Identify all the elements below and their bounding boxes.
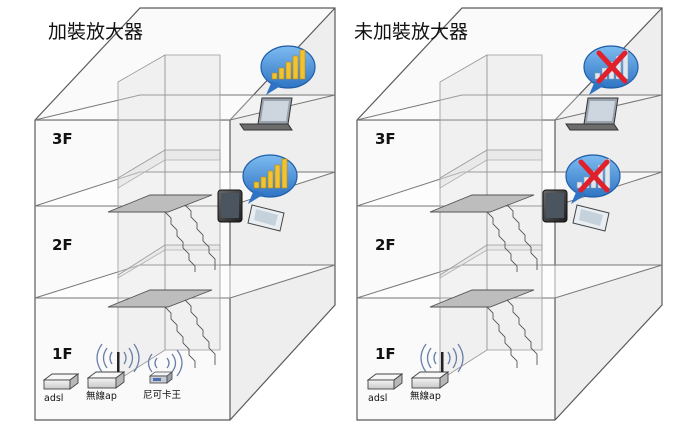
tablet-icon <box>542 189 568 223</box>
amplifier-icon <box>148 371 174 384</box>
staircases <box>429 194 538 368</box>
panel-without-amplifier: 未加裝放大器 3F 2F 1F <box>354 7 663 421</box>
signal-bubble-icon <box>260 45 316 95</box>
wifi-waves-icon <box>96 343 140 373</box>
stair-walls <box>117 54 221 381</box>
tablet-icon <box>217 189 243 223</box>
floor-label-1f: 1F <box>375 345 396 363</box>
laptop-icon <box>565 97 619 131</box>
floor-label-3f: 3F <box>375 130 396 148</box>
stair-walls <box>439 54 543 381</box>
wifi-waves-icon <box>420 343 464 373</box>
panel-title: 未加裝放大器 <box>354 21 468 43</box>
phone-icon <box>572 204 610 232</box>
panel-with-amplifier: 加裝放大器 3F 2F 1F <box>34 7 336 421</box>
wifi-waves-icon <box>147 349 183 377</box>
floor-label-2f: 2F <box>375 236 396 254</box>
floor-label-1f: 1F <box>52 345 73 363</box>
no-signal-bubble-icon <box>565 154 621 204</box>
laptop-icon <box>239 97 293 131</box>
device-label-adsl: adsl <box>368 393 387 404</box>
staircases <box>107 194 216 368</box>
wireless-ap-icon <box>410 352 450 389</box>
floor-label-3f: 3F <box>52 130 73 148</box>
device-label-adsl: adsl <box>44 393 63 404</box>
adsl-modem-icon <box>42 373 80 390</box>
floor-label-2f: 2F <box>52 236 73 254</box>
panel-title: 加裝放大器 <box>48 21 143 43</box>
phone-icon <box>247 204 285 232</box>
device-label-ap: 無線ap <box>410 390 441 402</box>
device-label-ap: 無線ap <box>86 390 117 402</box>
signal-bubble-icon <box>242 154 298 204</box>
wireless-ap-icon <box>86 352 126 389</box>
adsl-modem-icon <box>366 373 404 390</box>
device-label-amplifier: 尼可卡王 <box>143 389 182 401</box>
no-signal-bubble-icon <box>583 45 639 95</box>
